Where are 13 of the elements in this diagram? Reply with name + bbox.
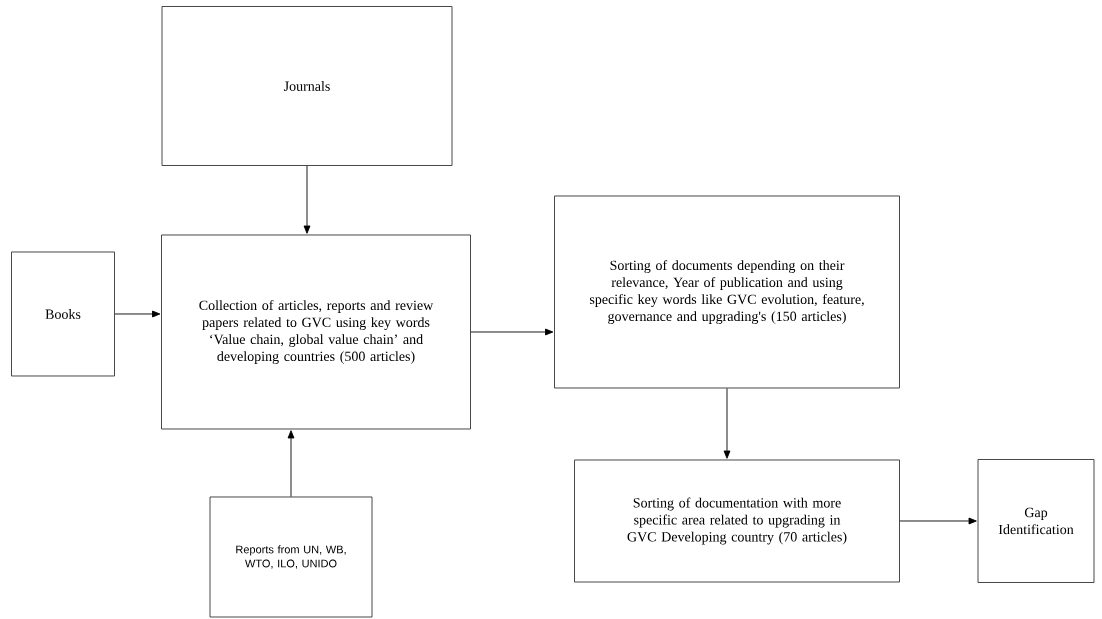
process-box: Sorting of documentation with more specific area related to upgrading in GVC Developing country (70 articles)	[574, 459, 900, 583]
arrow	[723, 388, 731, 459]
arrow	[114, 310, 161, 318]
process-box: Gap Identification	[977, 459, 1095, 583]
process-box: Journals	[161, 6, 453, 166]
arrow	[287, 430, 295, 497]
arrow	[303, 165, 311, 234]
process-box: Books	[11, 251, 115, 377]
process-box: Collection of articles, reports and review papers related to GVC using key words ‘Value chain, global value chain’ and developing countries (500 articles)	[161, 234, 471, 430]
process-box: Reports from UN, WB, WTO, ILO, UNIDO	[209, 496, 373, 618]
arrow	[899, 517, 977, 525]
arrow	[470, 328, 554, 336]
process-box: Sorting of documents depending on their relevance, Year of publication and using specific key words like GVC evolution, feature, governance and upgrading's (150 articles)	[554, 195, 900, 389]
